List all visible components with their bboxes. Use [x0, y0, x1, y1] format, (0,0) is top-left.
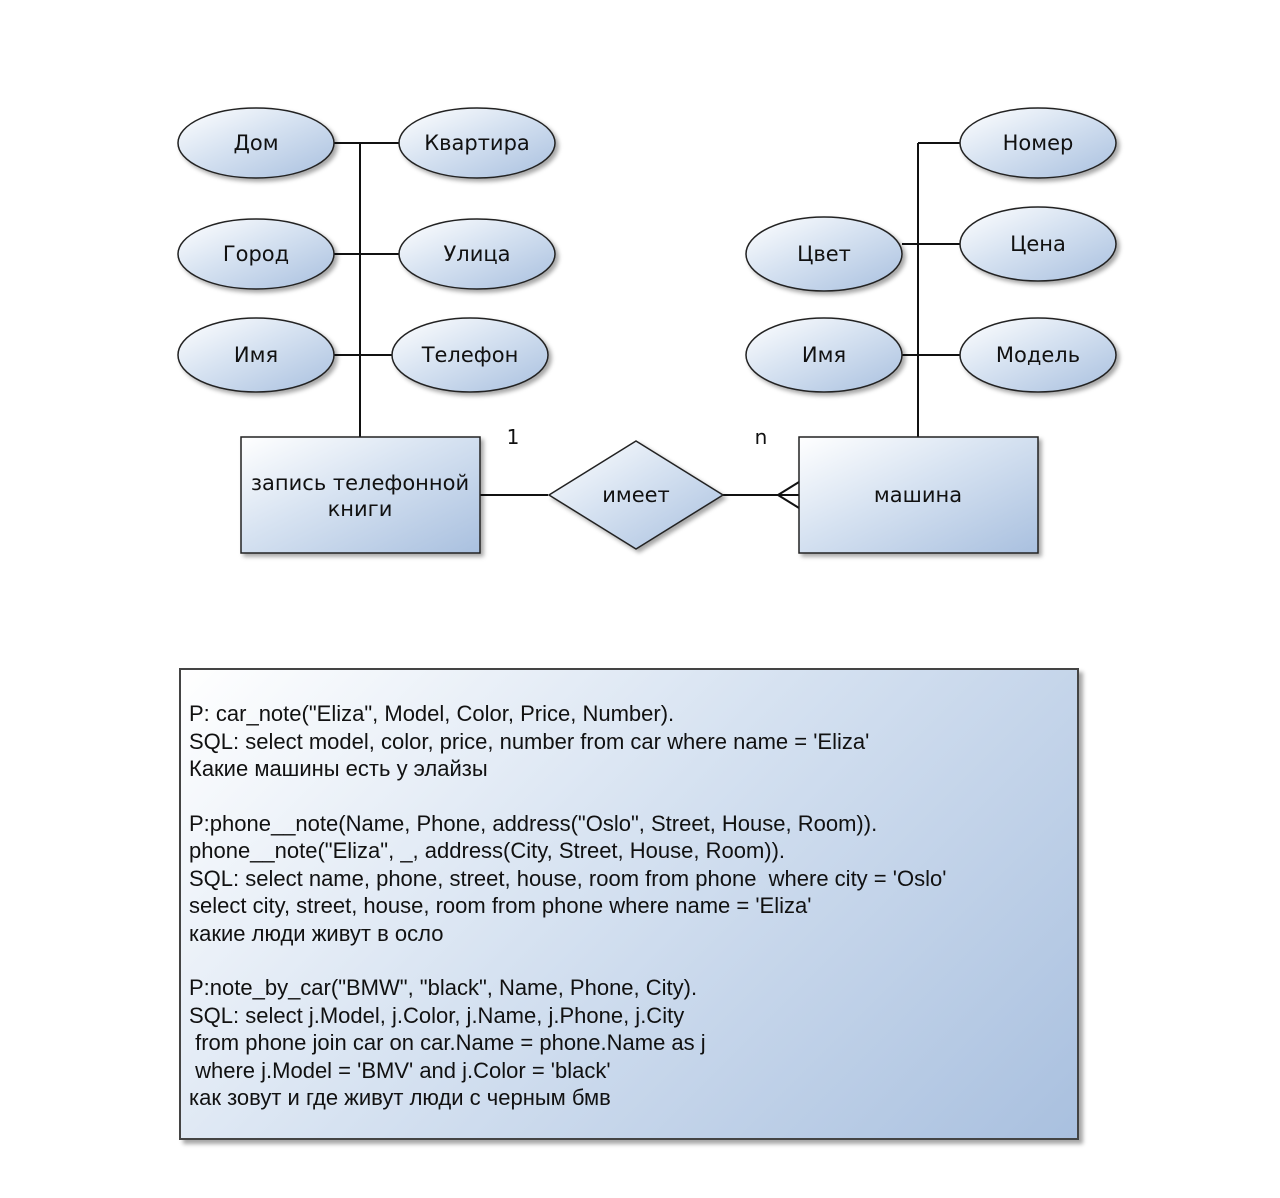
note-line: P: car_note("Eliza", Model, Color, Price…: [189, 701, 675, 726]
note-line: Какие машины есть у элайзы: [189, 756, 488, 781]
attribute-dom: Дом: [177, 107, 335, 179]
query-notes-box: P: car_note("Eliza", Model, Color, Price…: [179, 668, 1079, 1140]
note-line: SQL: select j.Model, j.Color, j.Name, j.…: [189, 1002, 685, 1028]
connector-lines: [334, 142, 961, 509]
attribute-model: Модель: [959, 317, 1117, 393]
entity-phone-record: запись телефонной книги: [240, 436, 481, 554]
attribute-ulica: Улица: [398, 218, 556, 290]
note-line: select city, street, house, room from ph…: [189, 893, 812, 918]
left-attributes: Дом Квартира Город Улица Имя Телефон: [177, 107, 556, 393]
note-line: from phone join car on car.Name = phone.…: [189, 1030, 706, 1055]
note-line: как зовут и где живут люди с черным бмв: [189, 1085, 611, 1110]
crows-foot-lower: [777, 494, 800, 509]
attribute-label: Цена: [1010, 232, 1066, 256]
attribute-cvet: Цвет: [745, 216, 903, 292]
attribute-imya-right: Имя: [745, 317, 903, 393]
attribute-telefon: Телефон: [391, 317, 549, 393]
note-section-by-car: P:note_by_car("BMW", "black", Name, Phon…: [189, 974, 1069, 1112]
attribute-label: Улица: [443, 242, 510, 266]
entity-label-line2: книги: [328, 497, 393, 521]
attribute-label: Квартира: [424, 131, 530, 155]
note-line: P:phone__note(Name, Phone, address("Oslo…: [189, 810, 878, 836]
note-line: какие люди живут в осло: [189, 920, 444, 946]
attribute-label: Имя: [802, 343, 846, 367]
attribute-label: Цвет: [797, 242, 851, 266]
attribute-label: Дом: [233, 131, 278, 155]
relationship-label: имеет: [602, 483, 670, 507]
attribute-nomer: Номер: [959, 107, 1117, 179]
attribute-label: Телефон: [421, 343, 519, 367]
entity-label: машина: [874, 483, 962, 507]
entity-label-line1: запись телефонной: [251, 471, 469, 495]
attribute-cena: Цена: [959, 206, 1117, 282]
attribute-gorod: Город: [177, 218, 335, 290]
cardinality-left: 1: [507, 425, 520, 449]
attribute-label: Номер: [1003, 131, 1074, 155]
attribute-kvartira: Квартира: [398, 107, 556, 179]
attribute-label: Модель: [996, 343, 1080, 367]
note-section-phone: P:phone__note(Name, Phone, address("Oslo…: [189, 810, 1069, 948]
note-line: phone__note("Eliza", _, address(City, St…: [189, 838, 786, 863]
note-line: P:note_by_car("BMW", "black", Name, Phon…: [189, 975, 698, 1000]
er-diagram: Дом Квартира Город Улица Имя Телефон Ном…: [177, 107, 1117, 554]
relationship-has: имеет: [547, 440, 725, 550]
note-line: SQL: select name, phone, street, house, …: [189, 865, 947, 891]
note-line: SQL: select model, color, price, number …: [189, 728, 870, 754]
attribute-imya-left: Имя: [177, 317, 335, 393]
attribute-label: Город: [223, 242, 289, 266]
entity-car: машина: [798, 436, 1039, 554]
cardinality-right: n: [755, 425, 768, 449]
attribute-label: Имя: [234, 343, 278, 367]
note-line: where j.Model = 'BMV' and j.Color = 'bla…: [189, 1057, 611, 1083]
note-section-car: P: car_note("Eliza", Model, Color, Price…: [189, 700, 1069, 783]
crows-foot-upper: [777, 481, 800, 496]
right-attributes: Номер Цвет Цена Имя Модель: [745, 107, 1117, 393]
